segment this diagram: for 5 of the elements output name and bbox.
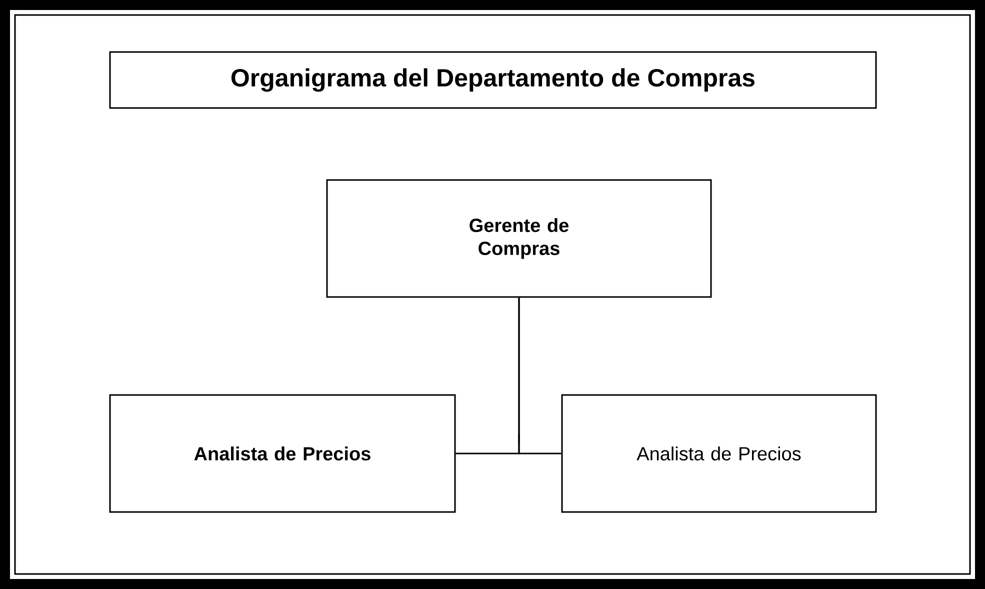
position-box: Gerente de Compras bbox=[326, 179, 712, 298]
position-box: Analista de Precios bbox=[109, 394, 456, 513]
connector-line bbox=[518, 298, 562, 454]
title-box: Organigrama del Departamento de Compras bbox=[109, 51, 877, 109]
position-box: Analista de Precios bbox=[561, 394, 877, 513]
